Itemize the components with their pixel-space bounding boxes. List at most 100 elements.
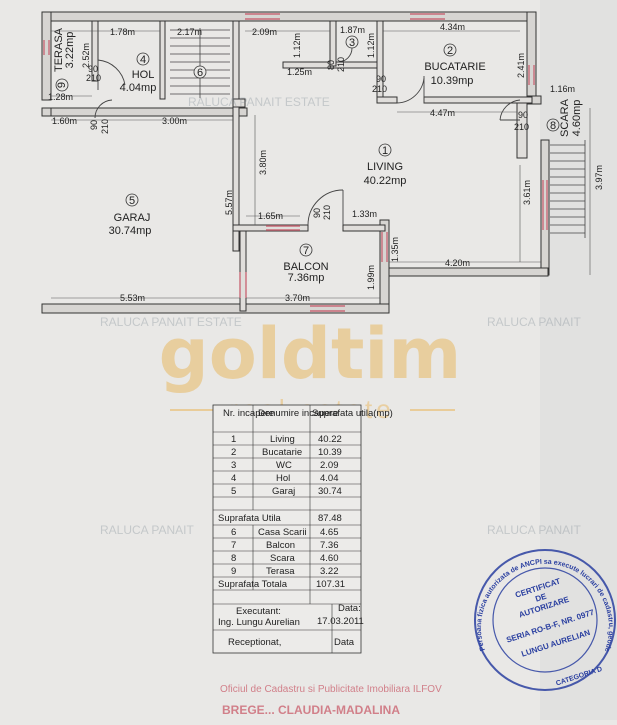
door-width: 90 xyxy=(518,110,528,120)
watermark-agency: RALUCA PANAIT xyxy=(487,315,581,329)
wc-door-width: 80 xyxy=(326,60,336,70)
table-cell: 8 xyxy=(231,553,236,564)
room-labels: 1 LIVING 40.22mp 2 BUCATARIE 10.39mp 3 4… xyxy=(53,27,583,284)
door-width: 90 xyxy=(312,208,322,218)
table-cell: 2 xyxy=(231,447,236,458)
table-cell: 4.65 xyxy=(320,527,339,538)
door-width: 90 xyxy=(89,120,99,130)
room-hol: 4 HOL 4.04mp xyxy=(120,52,157,94)
table-cell: Scara xyxy=(270,553,296,564)
table-cell: Terasa xyxy=(266,566,295,577)
watermark-agency: RALUCA PANAIT xyxy=(100,523,194,537)
dim-label: 2.52m xyxy=(81,43,91,68)
table-executant-name: Ing. Lungu Aurelian xyxy=(218,617,300,628)
exterior-walls xyxy=(41,11,550,314)
table-cell: 7.36 xyxy=(320,540,339,551)
table-data-value: 17.03.2011 xyxy=(317,616,364,627)
dim-label: 4.20m xyxy=(445,258,470,268)
door-width: 90 xyxy=(88,64,98,74)
table-header-suprafata: Suprafata utila(mp) xyxy=(312,408,393,419)
watermark-brand: goldtim xyxy=(159,313,462,395)
footer-agency: Oficiul de Cadastru si Publicitate Imobi… xyxy=(220,684,442,695)
table-cell: 4.60 xyxy=(320,553,339,564)
table-cell: 2.09 xyxy=(320,460,339,471)
door-height: 210 xyxy=(372,84,387,94)
dim-label: 3.80m xyxy=(258,150,268,175)
dim-label: 1.78m xyxy=(110,27,135,37)
room-balcon-area: 7.36mp xyxy=(288,272,325,284)
table-executant-label: Executant: xyxy=(236,606,281,617)
dimension-lines xyxy=(51,30,591,299)
room-bucatarie-number: 2 xyxy=(447,45,453,57)
room-hol-number: 4 xyxy=(140,54,146,66)
dimension-labels: 1.78m 2.17m 2.09m 1.87m 4.34m 1.12m 1.12… xyxy=(48,22,604,303)
table-header-denumire: Denumire incapere xyxy=(258,408,338,419)
dim-label: 3.00m xyxy=(162,116,187,126)
table-cell: Garaj xyxy=(272,486,295,497)
dim-label: 1.65m xyxy=(258,211,283,221)
table-receptionat-data: Data xyxy=(334,637,355,648)
dim-label: 4.47m xyxy=(430,108,455,118)
table-cell: WC xyxy=(276,460,292,471)
watermark-agency: RALUCA PANAIT ESTATE xyxy=(188,95,330,109)
watermark: goldtim real estate RALUCA PANAIT ESTATE… xyxy=(100,95,581,537)
dim-label: 1.25m xyxy=(287,67,312,77)
dim-label: 2.41m xyxy=(516,53,526,78)
room-wc-number: 3 xyxy=(349,37,355,49)
table-cell: Balcon xyxy=(266,540,295,551)
room-garaj-number: 5 xyxy=(129,195,135,207)
room-scara-area: 4.60mp xyxy=(571,100,583,137)
table-cell: 4 xyxy=(231,473,236,484)
table-header-nr: Nr. incapere xyxy=(223,408,274,419)
stamp-line2: DE xyxy=(534,591,548,603)
room-balcon: 7 BALCON 7.36mp xyxy=(283,243,329,284)
room-living: 1 LIVING 40.22mp xyxy=(364,143,407,187)
table-utila-label: Suprafata Utila xyxy=(218,513,282,524)
table-cell: 4.04 xyxy=(320,473,339,484)
door-width: 90 xyxy=(376,74,386,84)
room-wc: 3 xyxy=(345,35,359,49)
wc-door-height: 210 xyxy=(336,57,346,72)
room-balcon-name: BALCON xyxy=(283,261,328,273)
dim-label: 2.09m xyxy=(252,27,277,37)
stairs-scara xyxy=(550,140,586,238)
table-text: Nr. incapere Denumire incapere Suprafata… xyxy=(218,408,393,648)
table-cell: 3 xyxy=(231,460,236,471)
room-garaj: 5 GARAJ 30.74mp xyxy=(109,193,151,237)
dim-label: 3.61m xyxy=(522,180,532,205)
windows xyxy=(43,13,548,312)
room-bucatarie-area: 10.39mp xyxy=(431,75,474,87)
dim-label: 1.60m xyxy=(52,116,77,126)
table-cell: 1 xyxy=(231,434,236,445)
door-height: 210 xyxy=(100,119,110,134)
room-hol-area: 4.04mp xyxy=(120,82,157,94)
room-hol-name: HOL xyxy=(132,69,155,81)
room-living-area: 40.22mp xyxy=(364,175,407,187)
dim-label: 1.16m xyxy=(550,84,575,94)
dim-label: 1.12m xyxy=(366,33,376,58)
table-utila-value: 87.48 xyxy=(318,513,342,524)
room-casa-scarii: 6 xyxy=(193,65,207,79)
table-cell: 30.74 xyxy=(318,486,342,497)
door-height: 210 xyxy=(86,73,101,83)
table-cell: Hol xyxy=(276,473,290,484)
door-labels: 90 210 90 210 90 210 90 210 90 210 80 21… xyxy=(86,57,529,220)
dim-label: 3.97m xyxy=(594,165,604,190)
dim-label: 1.12m xyxy=(292,33,302,58)
watermark-agency: RALUCA PANAIT ESTATE xyxy=(100,315,242,329)
dim-label: 3.70m xyxy=(285,293,310,303)
door-swings xyxy=(94,47,521,226)
table-cell: 6 xyxy=(231,527,236,538)
dim-label: 1.28m xyxy=(48,92,73,102)
table-cell: Bucatarie xyxy=(262,447,302,458)
room-scara-name: SCARA xyxy=(559,98,571,137)
room-scara-number: 8 xyxy=(550,120,556,132)
room-terasa-number: 9 xyxy=(56,82,68,88)
table-grid xyxy=(213,405,361,653)
table-cell: 5 xyxy=(231,486,236,497)
dim-label: 1.33m xyxy=(352,209,377,219)
stairs-hol xyxy=(170,28,230,98)
room-living-number: 1 xyxy=(382,145,388,157)
